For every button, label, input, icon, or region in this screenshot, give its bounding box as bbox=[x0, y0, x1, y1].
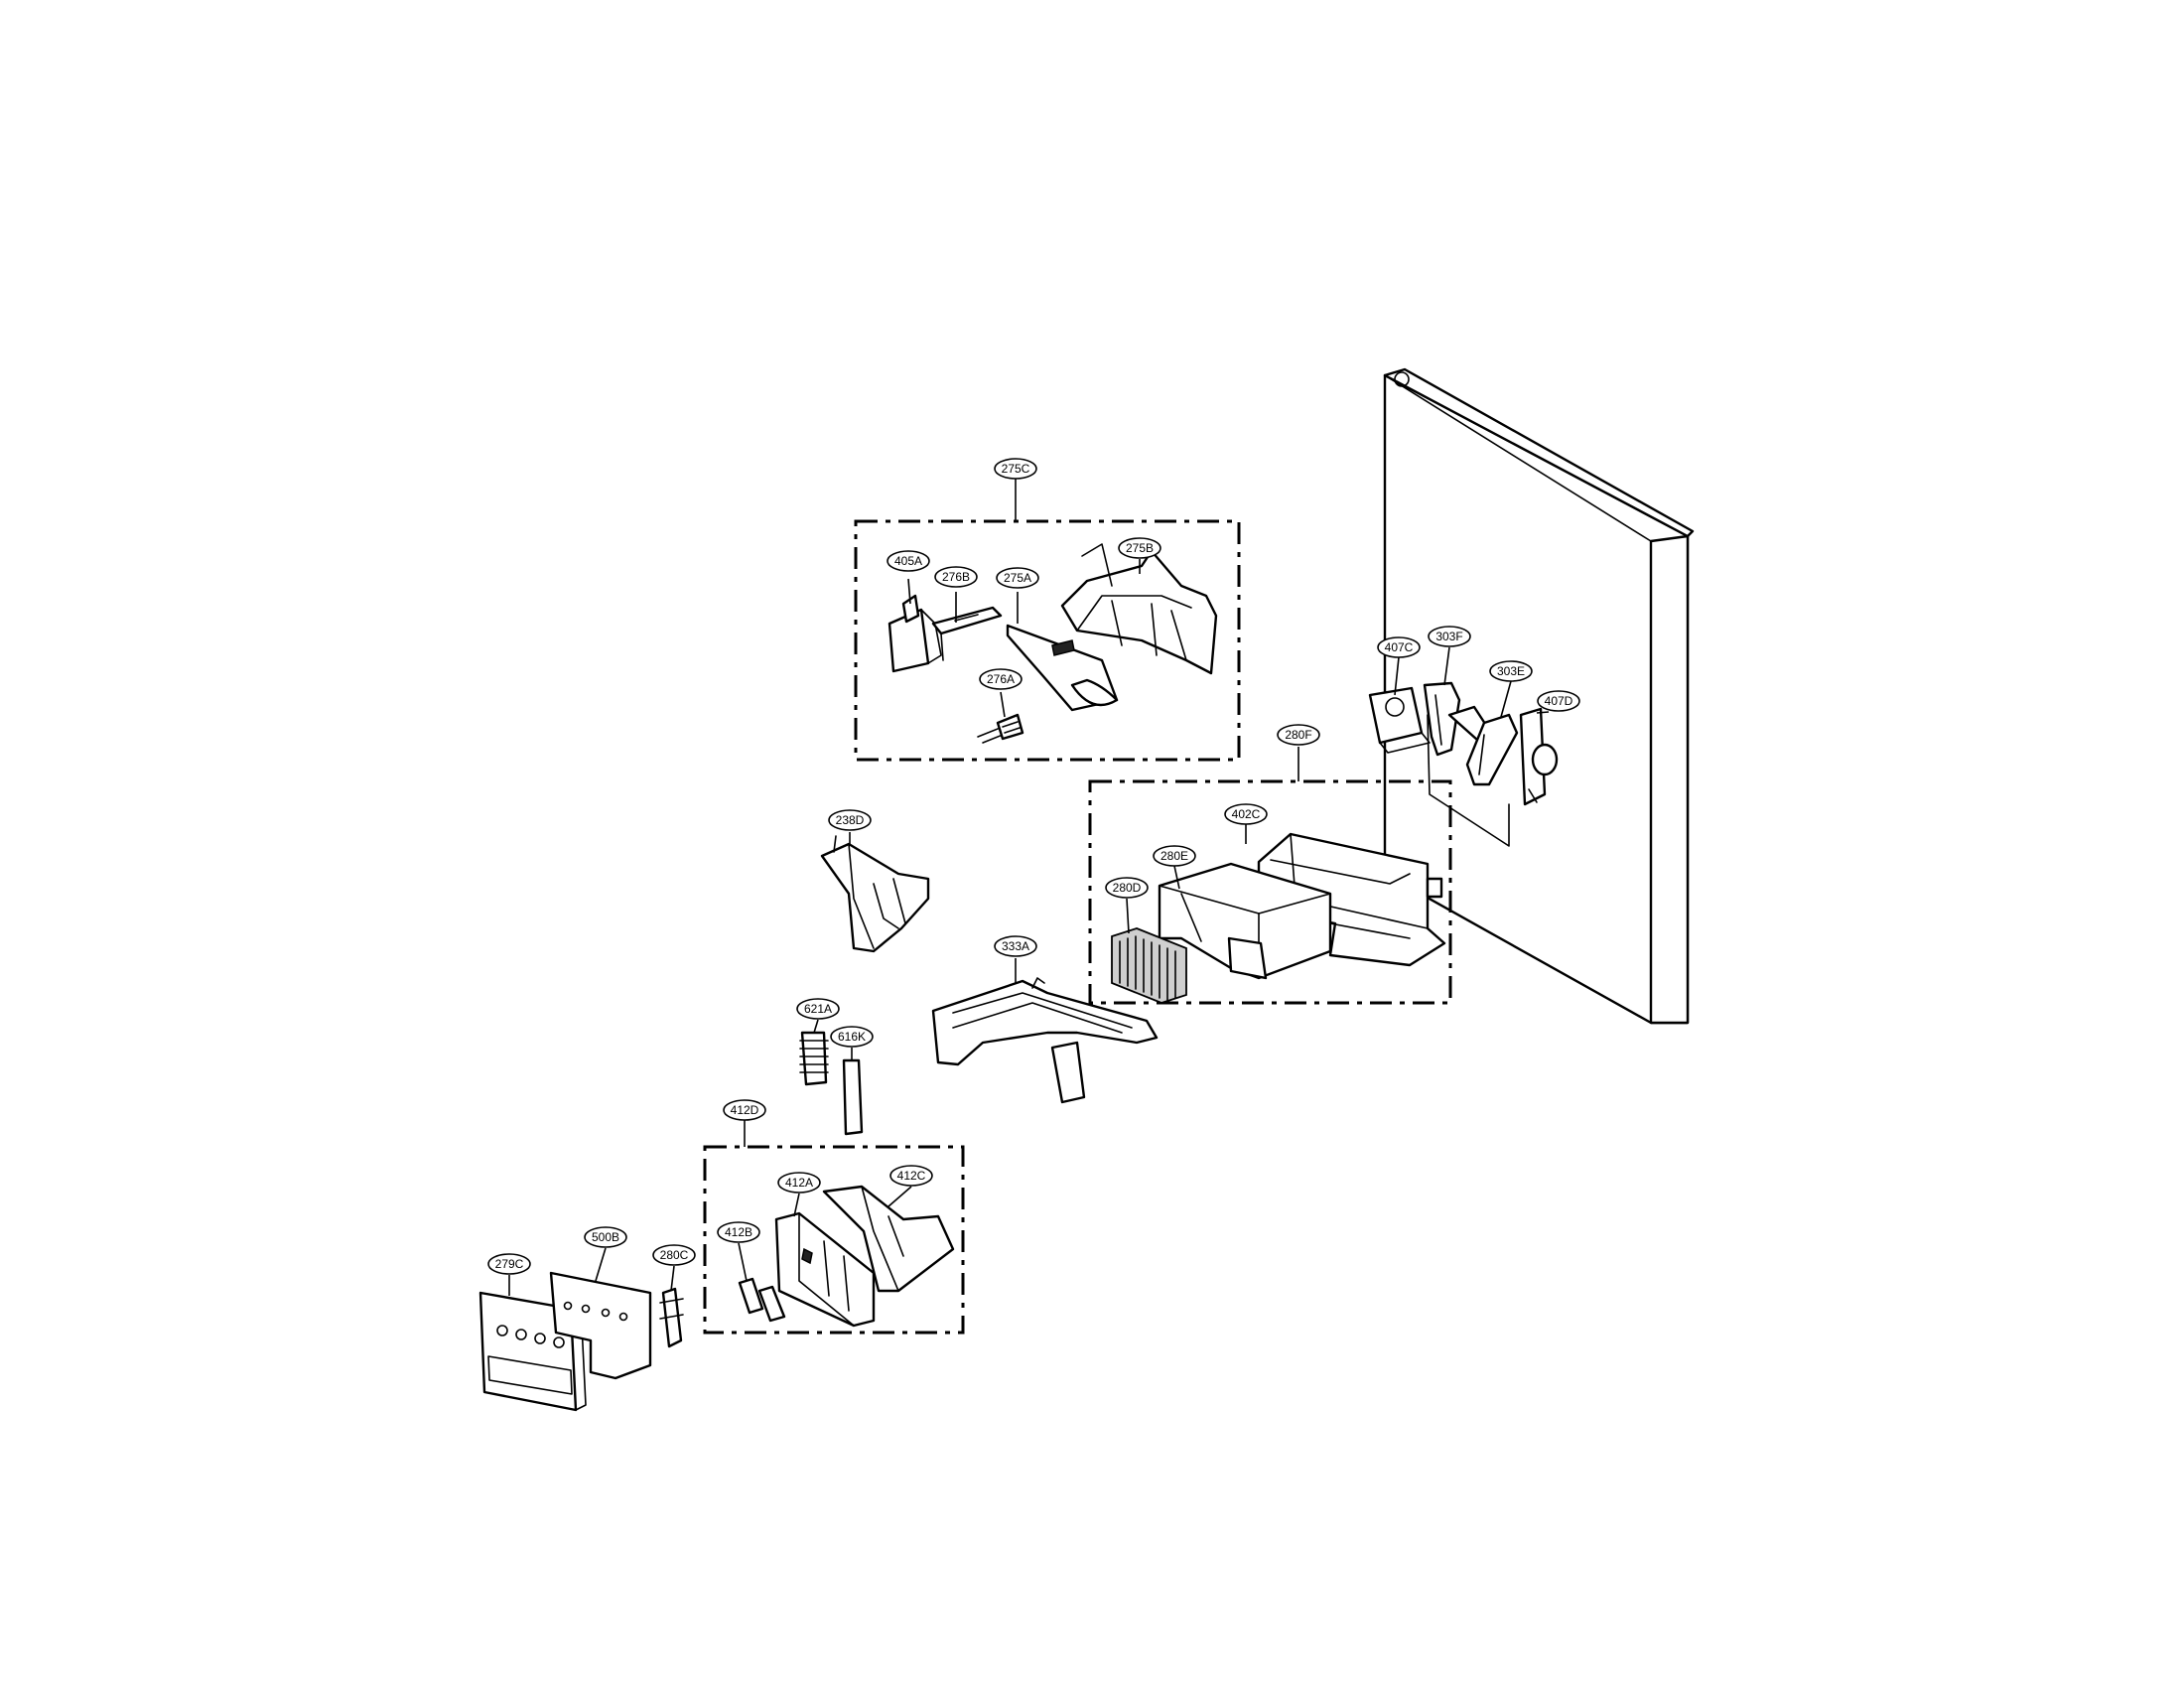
callout-280E: 280E bbox=[1153, 845, 1196, 867]
callout-276B: 276B bbox=[934, 566, 978, 588]
callout-280D: 280D bbox=[1105, 877, 1149, 899]
svg-text:276A: 276A bbox=[987, 672, 1015, 686]
svg-text:405A: 405A bbox=[894, 554, 922, 568]
svg-text:276B: 276B bbox=[942, 570, 970, 584]
callout-275A: 275A bbox=[996, 567, 1039, 589]
part-412A bbox=[774, 1211, 876, 1328]
part-407C bbox=[1368, 686, 1431, 754]
svg-text:238D: 238D bbox=[836, 813, 865, 827]
callout-405A: 405A bbox=[887, 550, 930, 572]
part-275A bbox=[1006, 624, 1119, 712]
callout-407C: 407C bbox=[1377, 636, 1421, 658]
part-412C bbox=[822, 1185, 955, 1293]
callout-275C: 275C bbox=[994, 458, 1037, 480]
callout-333A: 333A bbox=[994, 935, 1037, 957]
callout-402C: 402C bbox=[1224, 803, 1268, 825]
callout-303E: 303E bbox=[1489, 660, 1533, 682]
svg-text:500B: 500B bbox=[592, 1230, 619, 1244]
callout-412D: 412D bbox=[723, 1099, 766, 1121]
svg-text:407D: 407D bbox=[1545, 694, 1573, 708]
part-333A bbox=[931, 977, 1159, 1104]
svg-text:407C: 407C bbox=[1385, 640, 1414, 654]
part-500B bbox=[549, 1271, 652, 1380]
part-407D bbox=[1519, 707, 1559, 806]
svg-text:275B: 275B bbox=[1126, 541, 1154, 555]
svg-text:412B: 412B bbox=[725, 1225, 752, 1239]
svg-text:303F: 303F bbox=[1435, 630, 1462, 643]
callout-412A: 412A bbox=[777, 1172, 821, 1194]
part-303F bbox=[1423, 681, 1491, 757]
callout-280C: 280C bbox=[652, 1244, 696, 1266]
leader-lines bbox=[508, 559, 1550, 1296]
svg-text:616K: 616K bbox=[838, 1030, 866, 1044]
callout-500B: 500B bbox=[584, 1226, 627, 1248]
part-280E bbox=[1158, 862, 1332, 980]
group-280F bbox=[1088, 747, 1452, 1005]
svg-text:280C: 280C bbox=[660, 1248, 689, 1262]
part-276A bbox=[977, 713, 1024, 744]
svg-text:412A: 412A bbox=[785, 1176, 813, 1190]
svg-text:412D: 412D bbox=[731, 1103, 759, 1117]
group-275C bbox=[854, 478, 1241, 762]
part-276B bbox=[931, 606, 1003, 661]
callout-238D: 238D bbox=[828, 809, 872, 831]
door-panel bbox=[1383, 367, 1695, 1025]
svg-text:280D: 280D bbox=[1113, 881, 1142, 895]
part-616K bbox=[842, 1048, 864, 1136]
part-238D bbox=[820, 835, 930, 953]
callout-279C: 279C bbox=[487, 1253, 531, 1275]
svg-text:303E: 303E bbox=[1497, 664, 1525, 678]
callout-280F: 280F bbox=[1277, 724, 1320, 746]
svg-text:412C: 412C bbox=[897, 1169, 926, 1183]
svg-text:402C: 402C bbox=[1232, 807, 1261, 821]
callout-412C: 412C bbox=[889, 1165, 933, 1187]
svg-text:279C: 279C bbox=[495, 1257, 524, 1271]
svg-text:333A: 333A bbox=[1002, 939, 1029, 953]
callout-275B: 275B bbox=[1118, 537, 1161, 559]
part-280C bbox=[659, 1287, 684, 1348]
part-621A bbox=[799, 1031, 829, 1086]
callout-412B: 412B bbox=[717, 1221, 760, 1243]
part-280D bbox=[1111, 927, 1187, 1004]
group-412D bbox=[703, 1120, 965, 1335]
svg-text:275A: 275A bbox=[1004, 571, 1031, 585]
svg-text:621A: 621A bbox=[804, 1002, 832, 1016]
callout-616K: 616K bbox=[830, 1026, 874, 1048]
svg-text:275C: 275C bbox=[1002, 462, 1030, 476]
part-303E bbox=[1465, 713, 1519, 786]
part-275B bbox=[1060, 543, 1218, 675]
callout-303F: 303F bbox=[1428, 626, 1471, 647]
part-412B bbox=[738, 1277, 786, 1323]
door-mount-frame bbox=[1427, 714, 1510, 847]
callout-621A: 621A bbox=[796, 998, 840, 1020]
svg-text:280E: 280E bbox=[1160, 849, 1188, 863]
callout-276A: 276A bbox=[979, 668, 1023, 690]
part-405A bbox=[887, 594, 942, 673]
callout-407D: 407D bbox=[1537, 690, 1580, 712]
svg-text:280F: 280F bbox=[1285, 728, 1311, 742]
